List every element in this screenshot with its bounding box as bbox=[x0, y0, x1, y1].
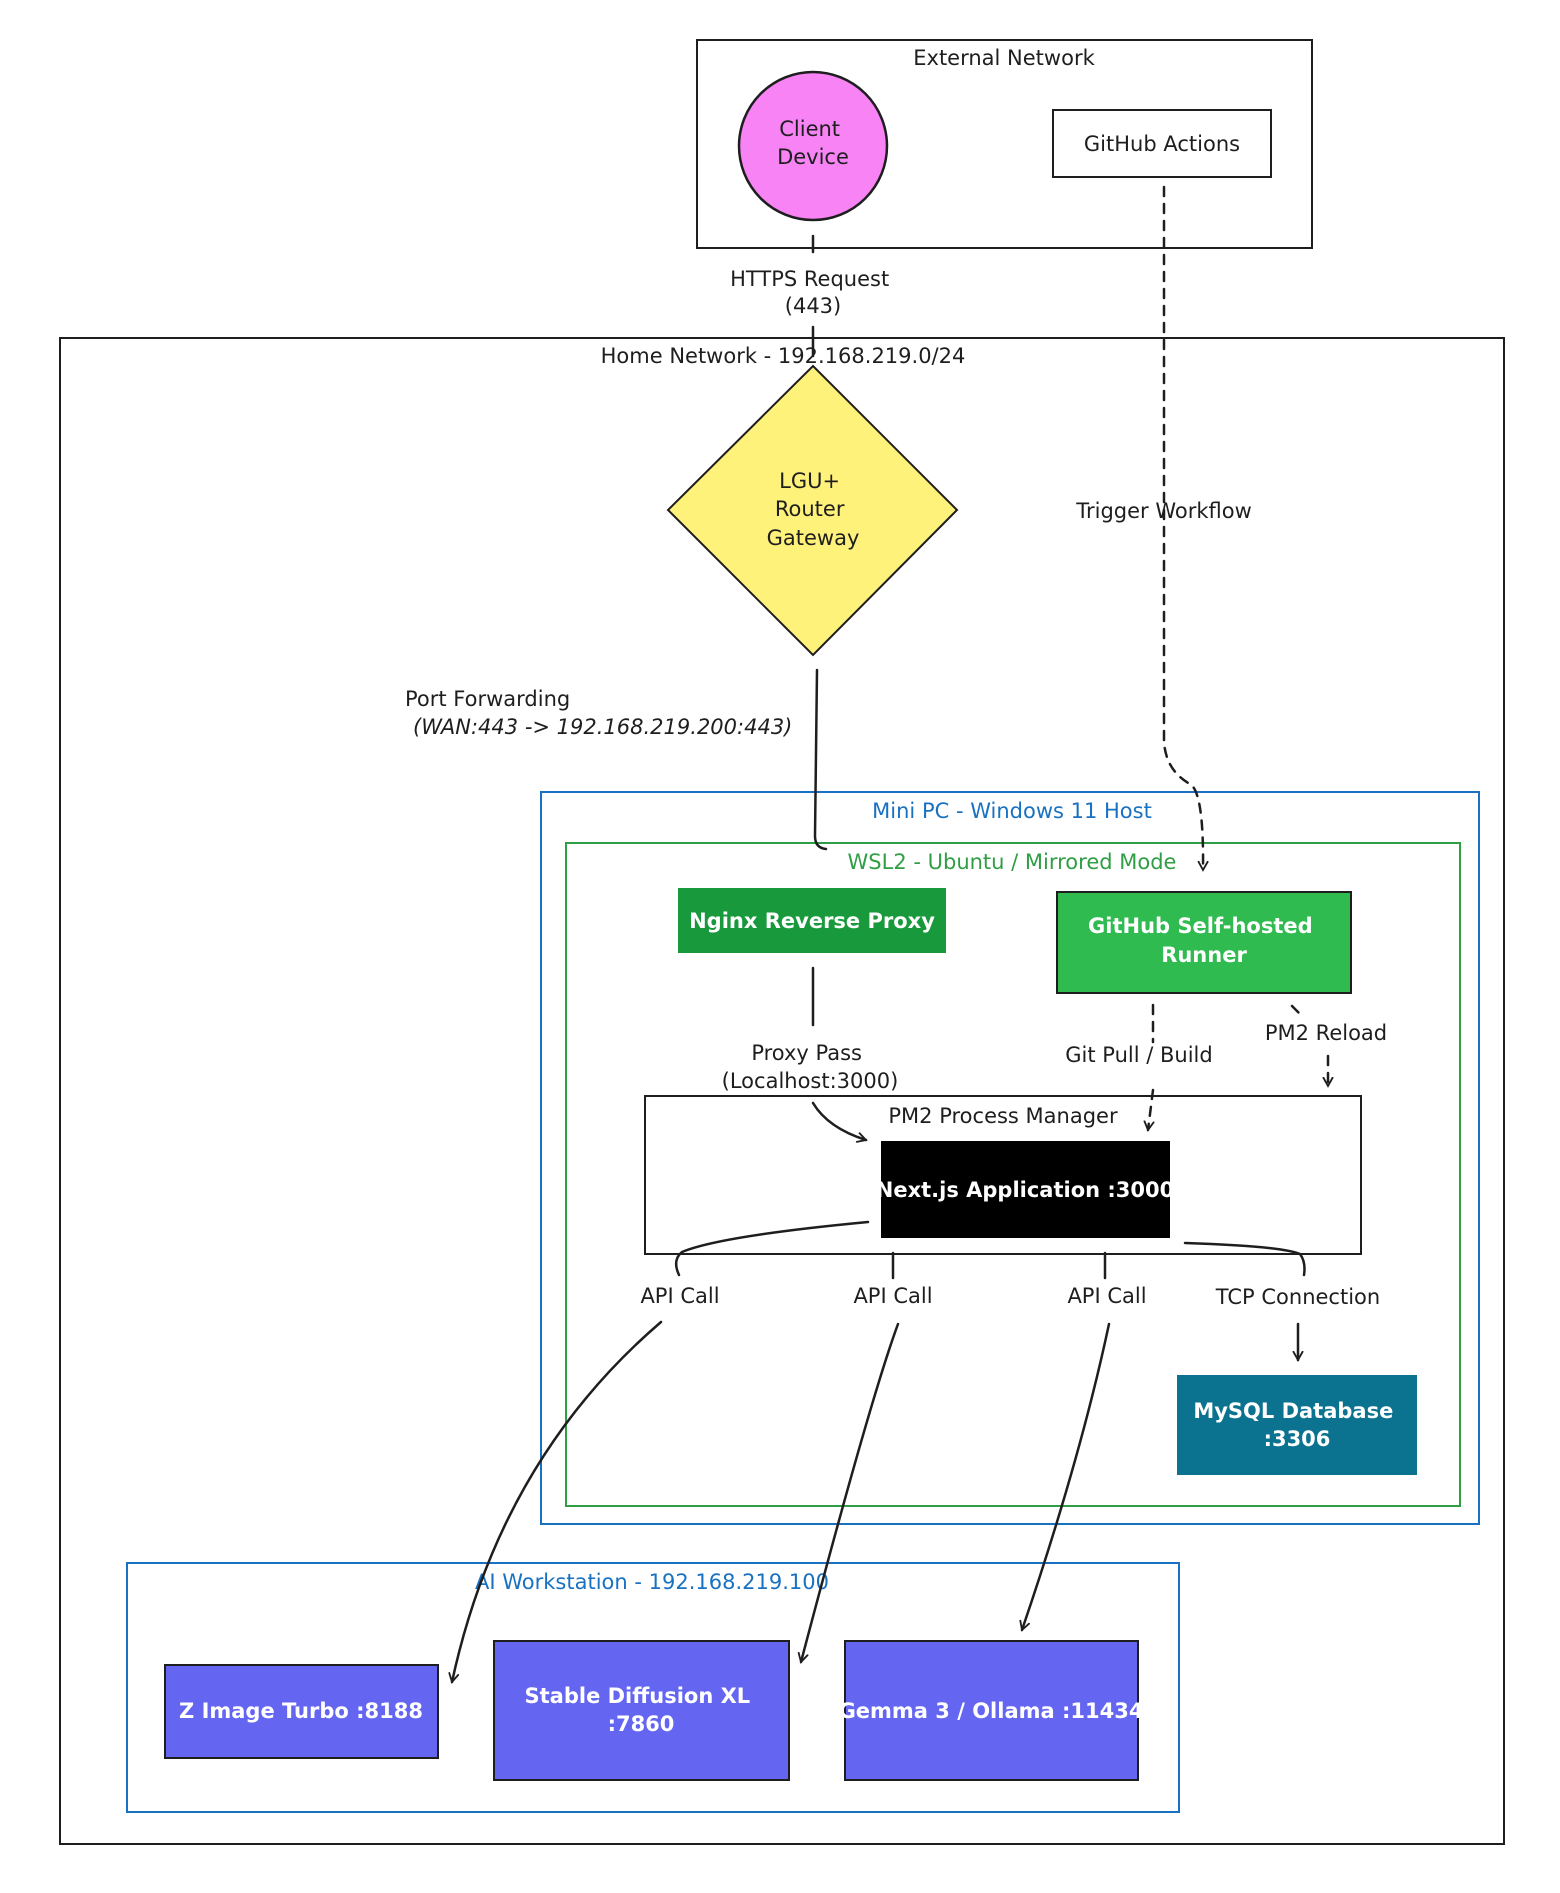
gemma-node bbox=[844, 1640, 1139, 1781]
nextjs-label: Next.js Application :3000 bbox=[876, 1178, 1175, 1202]
gemma-label: Gemma 3 / Ollama :11434 bbox=[839, 1699, 1144, 1723]
edge-api-call-3 bbox=[1022, 1251, 1111, 1630]
home-network-group bbox=[59, 337, 1505, 1845]
pm2-label: PM2 Process Manager bbox=[888, 1104, 1118, 1128]
edge-proxy-pass bbox=[811, 966, 866, 1140]
mini-pc-group bbox=[540, 791, 1480, 1525]
sdxl-label: Stable Diffusion XL :7860 bbox=[525, 1684, 758, 1736]
sdxl-node bbox=[493, 1640, 790, 1781]
edge-git-pull bbox=[1148, 1003, 1153, 1130]
client-device-label: Client Device bbox=[777, 117, 849, 169]
edge-git-pull-label: Git Pull / Build bbox=[1065, 1043, 1212, 1067]
edge-pm2-reload-label: PM2 Reload bbox=[1265, 1021, 1387, 1045]
client-device-node bbox=[737, 70, 889, 222]
z-image-label: Z Image Turbo :8188 bbox=[179, 1699, 423, 1723]
nginx-node bbox=[678, 888, 946, 953]
edge-api-call-1 bbox=[452, 1220, 870, 1682]
home-network-label: Home Network - 192.168.219.0/24 bbox=[601, 344, 966, 368]
wsl2-label: WSL2 - Ubuntu / Mirrored Mode bbox=[848, 850, 1177, 874]
edge-pm2-reload bbox=[1290, 1004, 1328, 1086]
ai-workstation-group bbox=[126, 1562, 1180, 1813]
external-network-group bbox=[696, 39, 1313, 249]
ai-workstation-label: AI Workstation - 192.168.219.100 bbox=[475, 1570, 829, 1594]
edge-api-call-3-label: API Call bbox=[1067, 1284, 1146, 1308]
router-label: LGU+ Router Gateway bbox=[767, 469, 860, 550]
nextjs-node bbox=[881, 1141, 1170, 1238]
edge-api-call-1-label: API Call bbox=[640, 1284, 719, 1308]
mini-pc-label: Mini PC - Windows 11 Host bbox=[872, 799, 1152, 823]
external-network-label: External Network bbox=[913, 46, 1095, 70]
mysql-label: MySQL Database :3306 bbox=[1193, 1399, 1400, 1451]
edge-tcp-label: TCP Connection bbox=[1215, 1285, 1380, 1309]
z-image-node bbox=[164, 1664, 439, 1759]
edge-tcp-connection bbox=[1183, 1241, 1305, 1360]
edge-proxy-pass-label: Proxy Pass (Localhost:3000) bbox=[722, 1041, 899, 1093]
github-actions-node bbox=[1052, 109, 1272, 178]
runner-node bbox=[1056, 891, 1352, 994]
edge-trigger-workflow bbox=[1162, 185, 1203, 870]
nginx-label: Nginx Reverse Proxy bbox=[689, 909, 935, 933]
runner-label: GitHub Self-hosted Runner bbox=[1088, 914, 1320, 967]
wsl2-group bbox=[565, 842, 1461, 1507]
edge-https-label: HTTPS Request (443) bbox=[730, 267, 896, 318]
edge-api-call-2-label: API Call bbox=[853, 1284, 932, 1308]
edge-port-forwarding-label: Port Forwarding (WAN:443 -> 192.168.219.… bbox=[405, 687, 792, 739]
github-actions-label: GitHub Actions bbox=[1084, 132, 1240, 156]
edge-trigger-label: Trigger Workflow bbox=[1075, 499, 1252, 523]
edge-api-call-2 bbox=[801, 1251, 900, 1662]
mysql-node bbox=[1177, 1375, 1417, 1475]
pm2-group bbox=[644, 1095, 1362, 1255]
edge-port-forwarding bbox=[813, 668, 828, 851]
router-node bbox=[666, 364, 959, 657]
